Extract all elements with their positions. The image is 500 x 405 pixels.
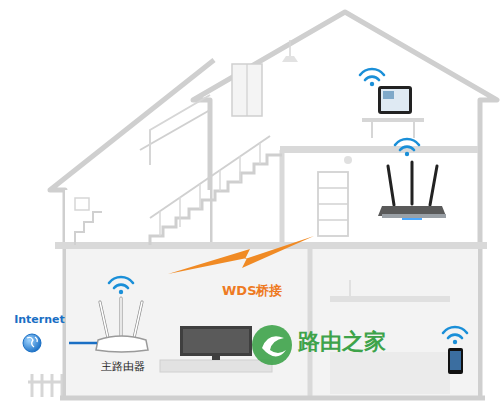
watermark-logo [252,325,292,365]
router-node: 主路由器 [92,296,154,374]
wds-lightning [168,236,314,274]
bridge-label: WDS桥接 [222,283,283,299]
internet-node: Internet [10,312,69,354]
node-text: Internet [14,313,65,326]
node-text: 主路由器 [101,360,145,373]
floor-slab [55,242,487,249]
watermark-text: 路由之家 [298,329,386,355]
internet-link [69,342,92,345]
ground-floor [66,247,478,397]
